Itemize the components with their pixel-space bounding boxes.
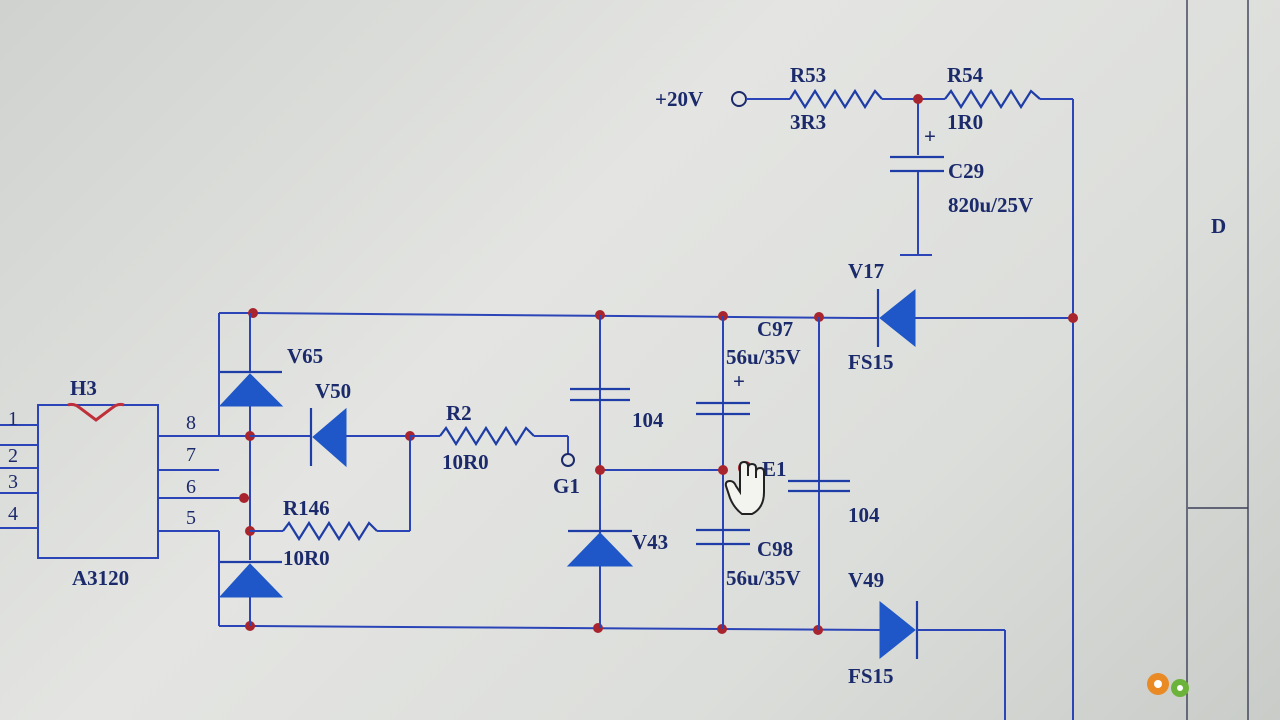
v43-symbol	[566, 532, 634, 567]
v65-symbol	[218, 373, 284, 407]
c97-value: 56u/35V	[726, 345, 801, 369]
c29-value: 820u/25V	[948, 193, 1033, 217]
r2-symbol	[439, 425, 535, 447]
cap-104-left-value: 104	[632, 408, 664, 432]
c97-polarity: +	[733, 369, 745, 393]
v49-name: V49	[848, 568, 884, 592]
g1-terminal	[561, 453, 575, 467]
middle-column	[566, 315, 722, 628]
r54-symbol	[944, 88, 1041, 110]
r2-value: 10R0	[442, 450, 489, 474]
v17-name: V17	[848, 259, 884, 283]
pin-1: 1	[8, 408, 18, 430]
pin-4: 4	[8, 503, 18, 525]
ic-notch	[67, 402, 125, 422]
v49-symbol	[879, 600, 916, 660]
pin-5: 5	[186, 507, 196, 529]
ic-header: H3	[70, 376, 97, 400]
ic-a3120	[0, 402, 219, 559]
lower-diode-symbol	[218, 563, 284, 598]
gear-icon	[1147, 673, 1189, 697]
ic-name: A3120	[72, 566, 129, 590]
r54-name: R54	[947, 63, 984, 87]
supply-terminal	[731, 91, 747, 107]
r53-symbol	[789, 88, 883, 110]
supply-section	[731, 88, 1074, 720]
c29-polarity: +	[924, 124, 936, 148]
v49-value: FS15	[848, 664, 894, 688]
c98-value: 56u/35V	[726, 566, 801, 590]
r2-name: R2	[446, 401, 472, 425]
hand-cursor-icon	[724, 460, 765, 515]
supply-label: +20V	[655, 87, 703, 111]
v50-name: V50	[315, 379, 351, 403]
pin-8: 8	[186, 412, 196, 434]
r53-value: 3R3	[790, 110, 826, 134]
v17-symbol	[879, 288, 916, 348]
r146-symbol	[282, 520, 378, 542]
r54-value: 1R0	[947, 110, 983, 134]
v65-name: V65	[287, 344, 323, 368]
e1-label: E1	[762, 457, 787, 481]
right-cap-column	[788, 317, 850, 630]
bottom-rail	[219, 600, 1006, 720]
v50-symbol	[312, 407, 347, 468]
top-rail	[219, 288, 1078, 348]
zone-label: D	[1211, 214, 1226, 238]
r146-value: 10R0	[283, 546, 330, 570]
title-block-border	[1186, 0, 1249, 720]
driver-column	[218, 313, 575, 626]
pin-6: 6	[186, 476, 196, 498]
r53-name: R53	[790, 63, 826, 87]
v17-value: FS15	[848, 350, 894, 374]
pin-2: 2	[8, 445, 18, 467]
r146-name: R146	[283, 496, 330, 520]
cap-104-right-value: 104	[848, 503, 880, 527]
c98-name: C98	[757, 537, 793, 561]
pin-3: 3	[8, 471, 18, 493]
c29-name: C29	[948, 159, 984, 183]
g1-label: G1	[553, 474, 580, 498]
pin-7: 7	[186, 444, 196, 466]
v43-name: V43	[632, 530, 668, 554]
c97-name: C97	[757, 317, 793, 341]
